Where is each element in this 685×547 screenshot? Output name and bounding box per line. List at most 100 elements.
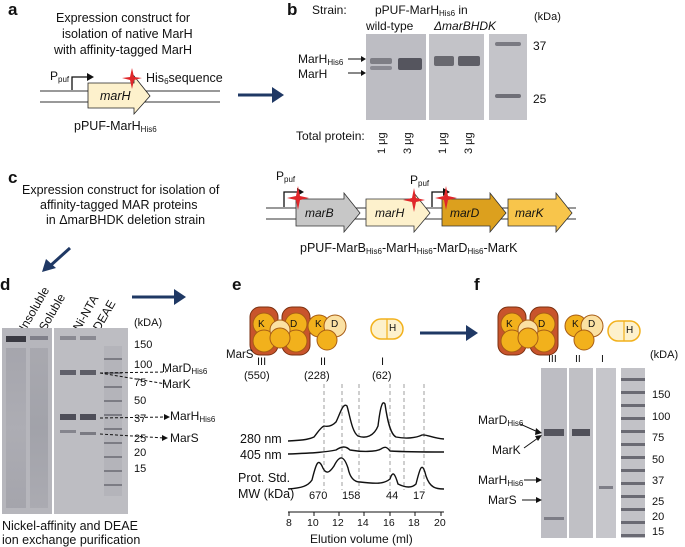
panel-d-caption-2: ion exchange purification <box>2 533 141 547</box>
complex-iii-mw: (550) <box>244 370 270 382</box>
trace-405nm <box>287 446 445 455</box>
marh-gene-arrow <box>87 74 151 116</box>
arrow-d-to-e <box>132 289 186 305</box>
panel-f-lane-i-gel <box>596 368 616 538</box>
panel-b-kda: (kDa) <box>534 11 561 23</box>
std-label-1: Prot. Std. <box>238 471 291 485</box>
panel-f-band-arrows <box>520 423 542 503</box>
panel-a-plasmid: pPUF-MarHHis6 <box>74 119 157 134</box>
gene-mark: marK <box>515 206 544 220</box>
load-2: 3 μg <box>402 132 414 154</box>
band-marh-his6: MarHHis6 <box>298 52 344 67</box>
mark-gene-arrow <box>507 191 573 234</box>
x-tick-14: 14 <box>357 517 369 529</box>
complex-ii-k: K <box>315 319 322 330</box>
f-marker-20: 20 <box>652 511 665 523</box>
complex-i-mw: (62) <box>372 370 392 382</box>
complex-ii-icon <box>307 314 347 351</box>
f-i-h: H <box>626 325 634 336</box>
trace-label-405: 405 nm <box>240 448 282 462</box>
panel-b-label: b <box>287 0 298 19</box>
panel-f-band-marh: MarHHis6 <box>478 473 524 488</box>
panel-f-complex-ii-icon <box>564 314 604 351</box>
strain-1-line1: pPUF-MarHHis6 in <box>375 3 468 18</box>
panel-a-caption-2: isolation of native MarH <box>62 27 193 41</box>
panel-f-lane-iii-gel <box>541 368 567 538</box>
f-lane-ii: II <box>575 353 581 365</box>
panel-e-label: e <box>232 275 242 294</box>
band-marh: MarH <box>298 67 328 81</box>
panel-f-complex-iii-icon <box>497 306 559 356</box>
f-ii-k: K <box>572 319 579 330</box>
panel-c-label: c <box>8 168 18 187</box>
marb-gene-arrow <box>295 191 361 234</box>
panel-c-caption-1: Expression construct for isolation of <box>22 183 220 197</box>
panel-b-band-arrows <box>348 56 366 76</box>
std-44: 44 <box>386 490 399 502</box>
panel-d-marker-100: 100 <box>134 359 153 371</box>
f-marker-75: 75 <box>652 432 665 444</box>
panel-d-marker-20: 20 <box>134 447 147 459</box>
strain-1-line2: wild-type <box>366 19 414 33</box>
mars-subunit-label: MarS <box>226 349 254 361</box>
f-marker-50: 50 <box>652 454 665 466</box>
panel-c-construct-diagram <box>266 186 576 234</box>
arrow-c-to-d <box>42 246 72 272</box>
complex-iii-d: D <box>290 319 298 330</box>
panel-d-band-leaders <box>99 371 170 441</box>
f-lane-i: I <box>601 353 604 365</box>
complex-ii-d: D <box>331 319 339 330</box>
panel-b-marker-lane <box>489 34 527 120</box>
panel-d-kda: (kDA) <box>134 317 163 329</box>
arrow-e-to-f <box>420 325 478 341</box>
std-label-2: MW (kDa) <box>238 487 295 501</box>
panel-d-gel-left <box>2 328 52 514</box>
f-iii-k: K <box>506 319 513 330</box>
panel-d-marker-75: 75 <box>134 377 147 389</box>
f-iii-d: D <box>538 319 546 330</box>
f-lane-iii: III <box>548 353 557 365</box>
std-670: 670 <box>309 490 328 502</box>
panel-c-promoter-1: Ppuf <box>276 169 296 184</box>
arrow-a-to-b <box>238 87 284 103</box>
panel-f-kda: (kDA) <box>650 349 679 361</box>
panel-a-gene-marh: marH <box>100 89 131 103</box>
panel-d-marker-25: 25 <box>134 433 147 445</box>
complex-i-roman: I <box>381 356 385 368</box>
panel-a-label: a <box>8 0 18 19</box>
f-ii-d: D <box>588 319 596 330</box>
complex-i-h: H <box>389 323 397 334</box>
load-3: 1 μg <box>437 132 449 154</box>
his-tag-star <box>122 68 142 89</box>
f-marker-37: 37 <box>652 475 665 487</box>
total-protein-label: Total protein: <box>296 129 365 143</box>
panel-f-lane-ii-gel <box>569 368 593 538</box>
panel-d-band-marh: MarHHis6 <box>170 409 216 424</box>
x-tick-16: 16 <box>383 517 395 529</box>
panel-f-complex-i-icon <box>607 320 641 342</box>
panel-b-gel-1 <box>366 34 426 120</box>
x-tick-18: 18 <box>408 517 420 529</box>
complex-iii-roman: III <box>257 356 267 368</box>
complex-iii-k: K <box>258 319 265 330</box>
x-axis-label: Elution volume (ml) <box>310 532 413 546</box>
gene-mard: marD <box>450 206 480 220</box>
gene-marh: marH <box>375 206 405 220</box>
f-marker-100: 100 <box>652 411 671 423</box>
gene-marb: marB <box>305 206 334 220</box>
load-4: 3 μg <box>463 132 475 154</box>
panel-a-tag-label: His6sequence <box>146 71 223 86</box>
panel-d-marker-37: 37 <box>134 413 147 425</box>
trace-protein-standards <box>287 457 445 490</box>
panel-d-gel-right <box>54 328 128 514</box>
panel-d-marker-50: 50 <box>134 395 147 407</box>
panel-f-band-mark: MarK <box>492 443 521 457</box>
panel-d-band-mard: MarDHis6 <box>162 361 208 376</box>
f-marker-150: 150 <box>652 389 671 401</box>
elution-chromatogram <box>287 384 445 516</box>
load-1: 1 μg <box>376 132 388 154</box>
complex-ii-roman: II <box>320 356 327 368</box>
strain-label: Strain: <box>312 3 347 17</box>
x-tick-10: 10 <box>307 517 319 529</box>
panel-b-marker-25: 25 <box>533 92 547 106</box>
